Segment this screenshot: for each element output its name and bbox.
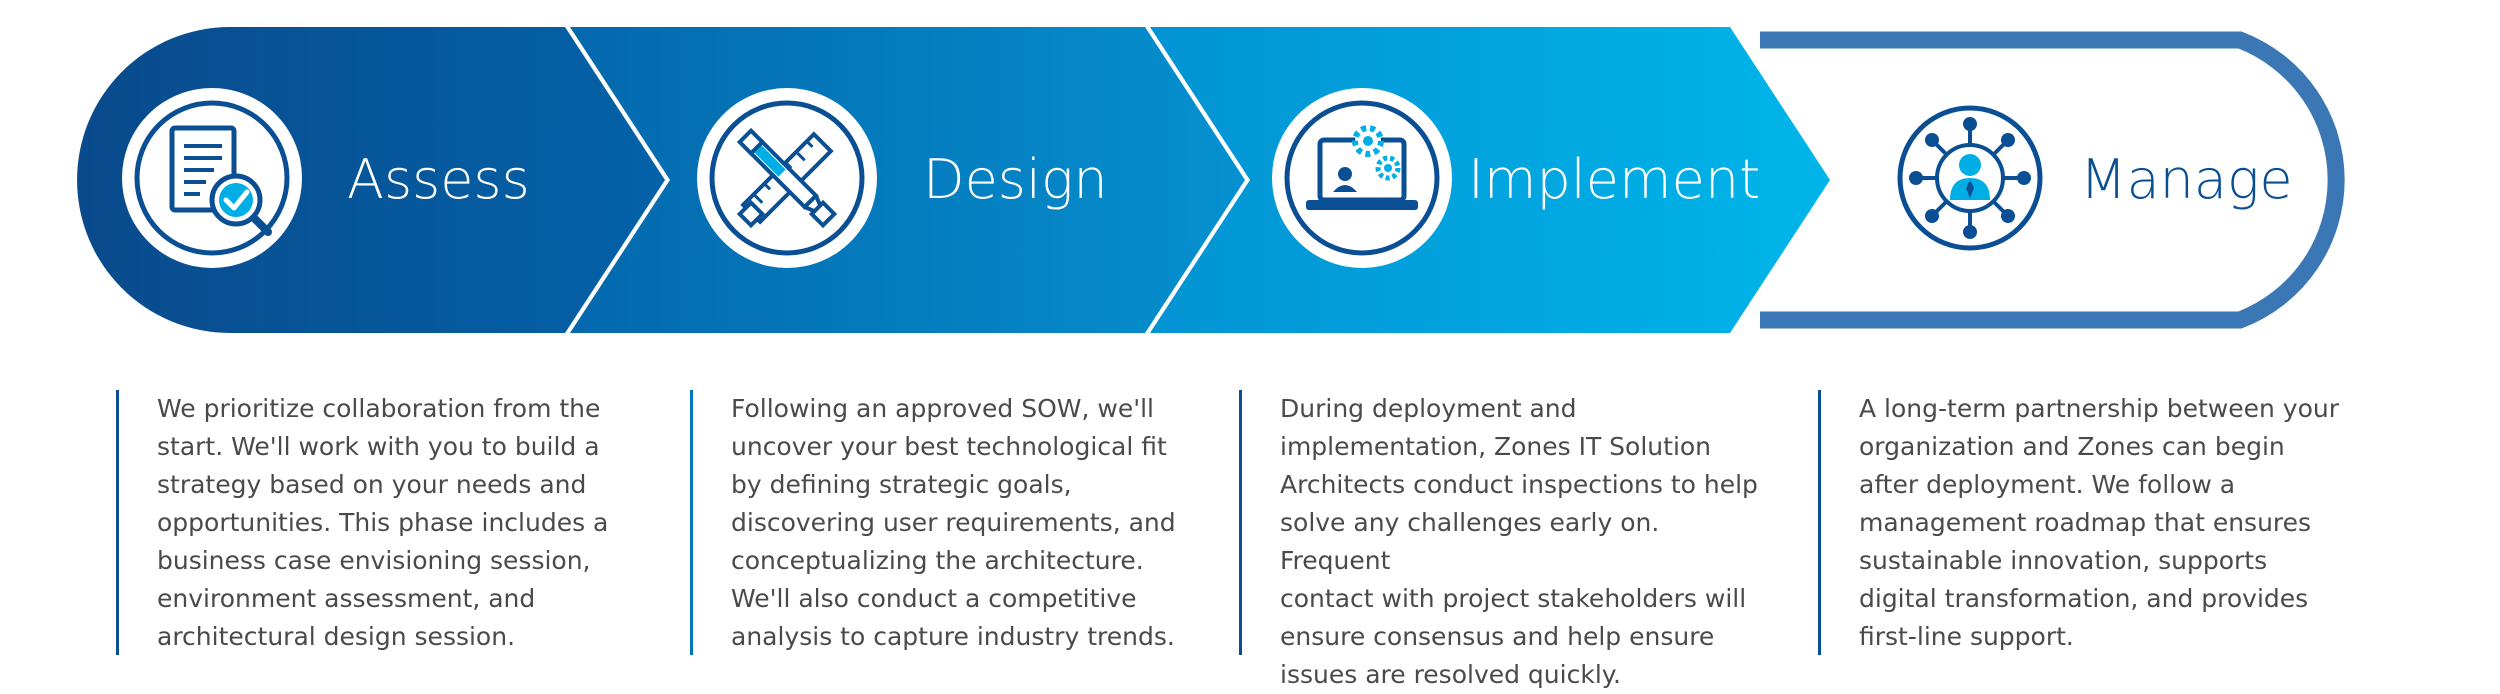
description-text: A long-term partnership between your org… <box>1859 394 2340 651</box>
stage-label-implement: Implement <box>1468 148 1760 211</box>
column-divider <box>1239 390 1242 655</box>
description-implement: During deployment and implementation, Zo… <box>1239 390 1759 689</box>
column-divider <box>116 390 119 655</box>
person-network-icon <box>1890 98 2050 258</box>
process-banner: Assess Design Implement Manage <box>77 27 2345 333</box>
column-divider <box>690 390 693 655</box>
description-manage: A long-term partnership between your org… <box>1818 390 2378 655</box>
stage-label-manage: Manage <box>2080 148 2293 211</box>
description-design: Following an approved SOW, we'll uncover… <box>690 390 1210 655</box>
document-checkmark-icon <box>122 88 302 268</box>
description-text: Following an approved SOW, we'll uncover… <box>731 394 1176 651</box>
ruler-pencil-icon <box>697 88 877 268</box>
stage-label-design: Design <box>923 148 1108 211</box>
stage-shape-design <box>570 27 1245 333</box>
laptop-gears-icon <box>1272 88 1452 268</box>
stage-label-assess: Assess <box>347 148 530 211</box>
column-divider <box>1818 390 1821 655</box>
description-assess: We prioritize collaboration from the sta… <box>116 390 636 655</box>
description-text: We prioritize collaboration from the sta… <box>157 394 609 651</box>
description-text: During deployment and implementation, Zo… <box>1280 394 1758 689</box>
